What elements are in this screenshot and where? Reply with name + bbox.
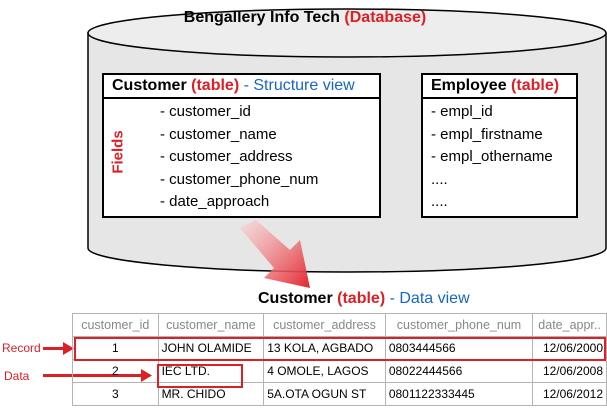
database-name: Bengallery Info Tech	[183, 9, 340, 26]
table-row: 3 MR. CHIDO 5A.OTA OGUN ST 0801122333445…	[72, 382, 607, 406]
table-header-row: customer_id customer_name customer_addre…	[72, 313, 607, 337]
field-item: - customer_name	[160, 125, 277, 143]
employee-table-name: Employee	[431, 77, 507, 94]
table-cell: JOHN OLAMIDE	[157, 336, 265, 360]
table-cell: 13 KOLA, AGBADO	[263, 336, 386, 360]
record-label: Record	[2, 341, 41, 355]
employee-structure-box: Employee (table) - empl_id - empl_firstn…	[421, 73, 578, 218]
table-cell: MR. CHIDO	[157, 382, 265, 406]
field-item: - empl_firstname	[431, 125, 543, 143]
table-row: 2 IEC LTD. 4 OMOLE, LAGOS 08022444566 12…	[72, 359, 607, 383]
table-cell: 2	[72, 359, 159, 383]
customer-structure-header: Customer (table) - Structure view	[104, 75, 379, 99]
fields-label: Fields	[109, 130, 127, 174]
customer-table-tag: (table)	[191, 77, 240, 94]
field-item: ....	[431, 170, 448, 188]
data-view-table-tag: (table)	[337, 290, 386, 307]
table-row: 1 JOHN OLAMIDE 13 KOLA, AGBADO 080344456…	[72, 336, 607, 360]
data-view-title: Customer (table) - Data view	[258, 290, 470, 308]
table-cell: 08022444566	[384, 359, 534, 383]
field-item: - date_approach	[160, 193, 270, 210]
field-item: ....	[431, 193, 448, 210]
data-view-label: - Data view	[389, 290, 470, 307]
customer-data-table: customer_id customer_name customer_addre…	[72, 313, 607, 406]
flow-arrow	[240, 220, 310, 288]
table-cell: 3	[72, 382, 159, 406]
employee-field-list: - empl_id - empl_firstname - empl_othern…	[423, 99, 576, 214]
table-cell: 12/06/2012	[532, 382, 607, 406]
column-header: customer_id	[72, 313, 159, 337]
field-item: - empl_id	[431, 103, 493, 120]
column-header: customer_name	[157, 313, 265, 337]
record-arrow	[43, 342, 74, 355]
field-item: - customer_address	[160, 148, 293, 165]
employee-structure-header: Employee (table)	[423, 75, 576, 99]
table-cell: 5A.OTA OGUN ST	[263, 382, 386, 406]
field-item: - empl_othername	[431, 148, 553, 165]
table-cell: IEC LTD.	[157, 359, 265, 383]
table-cell: 12/06/2000	[532, 336, 607, 360]
table-cell: 0801122333445	[384, 382, 534, 406]
table-cell: 4 OMOLE, LAGOS	[263, 359, 386, 383]
table-cell: 0803444566	[384, 336, 534, 360]
column-header: date_appr..	[532, 313, 607, 337]
customer-table-name: Customer	[112, 77, 187, 94]
employee-table-tag: (table)	[511, 77, 560, 94]
database-title: Bengallery Info Tech (Database)	[100, 9, 510, 27]
database-tag: (Database)	[344, 9, 427, 26]
data-view-table-name: Customer	[258, 290, 333, 307]
data-label: Data	[4, 369, 30, 383]
field-item: - customer_id	[160, 103, 251, 120]
column-header: customer_address	[263, 313, 386, 337]
column-header: customer_phone_num	[384, 313, 534, 337]
customer-field-list: - customer_id - customer_name - customer…	[104, 99, 379, 214]
customer-structure-box: Customer (table) - Structure view - cust…	[102, 73, 381, 218]
field-item: - customer_phone_num	[160, 170, 319, 188]
table-cell: 1	[72, 336, 159, 360]
structure-view-label: - Structure view	[243, 77, 355, 94]
table-cell: 12/06/2008	[532, 359, 607, 383]
